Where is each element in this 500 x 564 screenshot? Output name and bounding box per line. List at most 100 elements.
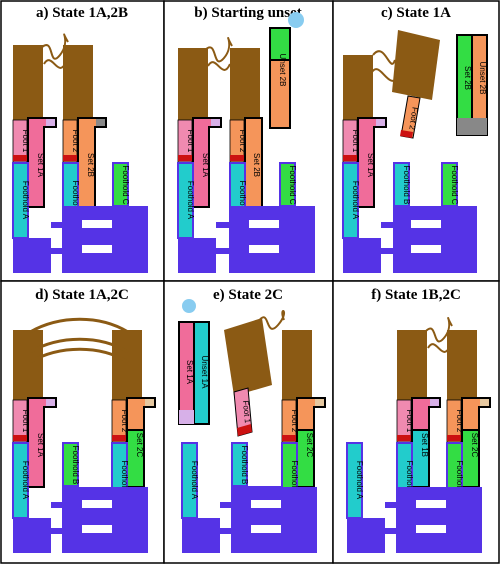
panel-d-arch-top bbox=[29, 317, 129, 334]
panel-e-duplex-right bbox=[282, 330, 312, 400]
panel-d-foothold-b-label: Foothold B bbox=[71, 446, 80, 485]
panel-a-loop-strand bbox=[40, 33, 69, 69]
panel-b-foot2-label: Foot 2 bbox=[238, 130, 247, 153]
panel-b-duplex-right bbox=[230, 48, 260, 120]
panel-a-foot2-label: Foot 2 bbox=[71, 130, 80, 153]
panel-e-set2c-label: Set 2C bbox=[305, 433, 314, 458]
panel-b-set2b-label: Set 2B bbox=[252, 153, 261, 177]
panel-e-title: e) State 2C bbox=[213, 287, 283, 303]
panel-e-set2c-cap bbox=[315, 399, 324, 406]
panel-c-foot1-cap bbox=[343, 155, 357, 161]
panel-d-track-gaps bbox=[82, 500, 112, 533]
panel-b-foothold-a-label: Foothold A bbox=[186, 181, 195, 220]
panel-e-foot2-cap bbox=[282, 435, 296, 441]
panel-e-foothold-c-label: Foothold C bbox=[290, 460, 299, 499]
panel-d-foot1-label: Foot 1 bbox=[21, 410, 30, 433]
panel-d-set1a-label: Set 1A bbox=[36, 433, 45, 458]
panel-a-duplex-right bbox=[63, 45, 93, 120]
panel-a-track bbox=[13, 206, 148, 273]
panel-e-track bbox=[182, 486, 317, 553]
panel-a-set2b-label: Set 2B bbox=[86, 153, 95, 177]
panel-c-duplex-tilted bbox=[392, 30, 440, 100]
panel-b-set1a-cap bbox=[211, 119, 220, 126]
panel-b-foothold-b-label: Foothold B bbox=[238, 181, 247, 220]
panel-d-arch-low bbox=[29, 347, 129, 364]
panel-f-foothold-a-label: Foothold A bbox=[355, 461, 364, 500]
panel-c-set1a-cap bbox=[376, 119, 385, 126]
panel-f-track bbox=[347, 487, 482, 553]
panel-d: d) State 1A,2C Foot 1 Set 1A Foothold A … bbox=[0, 280, 165, 564]
panel-c-foothold-a-label: Foothold A bbox=[351, 181, 360, 220]
panel-e-duplex-tilted bbox=[224, 318, 272, 396]
panel-f-foot1-cap bbox=[397, 435, 411, 441]
panel-e-foot1-label: Foot 1 bbox=[241, 400, 252, 424]
panel-a-title: a) State 1A,2B bbox=[36, 5, 128, 21]
panel-a-foot1-label: Foot 1 bbox=[21, 130, 30, 153]
panel-f-set1b-cap bbox=[430, 399, 439, 406]
panel-f-set2c-cap bbox=[480, 399, 489, 406]
panel-b: b) Starting unset Unset 2B Foot 1 Set 1A… bbox=[163, 0, 334, 282]
panel-f: f) State 1B,2C Foot 1 Set 1B Foot 2 Set … bbox=[332, 280, 500, 564]
panel-a-foothold-b-label: Foothold B bbox=[71, 181, 80, 220]
panel-b-unset2b-lower bbox=[269, 59, 291, 129]
panel-c-foot2 bbox=[400, 95, 421, 139]
panel-f-foothold-c-label: Foothold C bbox=[455, 460, 464, 499]
panel-f-track-gaps bbox=[416, 500, 446, 533]
panel-d-foothold-c-label: Foothold C bbox=[120, 460, 129, 499]
panel-b-title: b) Starting unset bbox=[194, 5, 302, 21]
panel-b-foot2-cap bbox=[230, 155, 244, 161]
panel-a-foot2-cap bbox=[63, 155, 77, 161]
panel-b-track bbox=[178, 206, 315, 273]
panel-a-set2b-cap bbox=[96, 119, 105, 126]
panel-c-foothold-c-label: Foothold C bbox=[450, 165, 459, 204]
panel-c: c) State 1A Foot 2 Set 2B Unset 2B Foot … bbox=[332, 0, 500, 282]
panel-d-set2c-label: Set 2C bbox=[135, 433, 144, 458]
panel-e-foot1-cap bbox=[237, 424, 252, 436]
panel-e-loop-strand bbox=[257, 310, 286, 330]
panel-c-set1a-label: Set 1A bbox=[366, 153, 375, 178]
panel-a-set1a-cap bbox=[46, 119, 55, 126]
panel-a-track-gaps bbox=[82, 220, 112, 253]
panel-c-track-gaps bbox=[411, 220, 441, 253]
panel-d-foot2-cap bbox=[112, 435, 126, 441]
panel-a: a) State 1A,2B Foot 1 Set 1A Foothold A … bbox=[0, 0, 165, 282]
panel-c-foot2-label: Foot 2 bbox=[407, 106, 419, 130]
panel-a-set1a-label: Set 1A bbox=[36, 153, 45, 178]
panel-b-set1a-label: Set 1A bbox=[201, 153, 210, 178]
panel-b-fuel-circle bbox=[288, 12, 304, 28]
panel-d-foothold-a-label: Foothold A bbox=[21, 461, 30, 500]
panel-e-unset1a-label: Unset 1A bbox=[200, 356, 209, 390]
panel-b-unset2b-label: Unset 2B bbox=[278, 54, 287, 87]
panel-f-foot2-label: Foot 2 bbox=[455, 410, 464, 433]
panel-e-set1a-label: Set 1A bbox=[185, 360, 194, 385]
panel-d-title: d) State 1A,2C bbox=[35, 287, 129, 303]
panel-c-foot2-cap bbox=[400, 130, 413, 138]
panel-d-set2c-cap bbox=[145, 399, 154, 406]
panel-a-foothold-c-label: Foothold C bbox=[121, 165, 130, 204]
panel-e-track-gaps bbox=[251, 500, 281, 533]
panel-a-foothold-a-label: Foothold A bbox=[21, 181, 30, 220]
panel-e-foothold-a-label: Foothold A bbox=[190, 461, 199, 500]
panel-e-unset1a bbox=[193, 321, 210, 425]
panel-f-duplex-right bbox=[447, 330, 477, 400]
panel-e-set1a-cap bbox=[179, 410, 194, 424]
panel-e: e) State 2C Set 1A Unset 1A Foot 1 Foot … bbox=[163, 280, 334, 564]
panel-f-foothold-b-label: Foothold B bbox=[405, 461, 414, 500]
panel-b-foot1-label: Foot 1 bbox=[186, 130, 195, 153]
panel-f-set1b-label: Set 1B bbox=[420, 433, 429, 457]
panel-e-fuel-circle bbox=[182, 299, 196, 313]
panel-d-track bbox=[13, 487, 148, 553]
panel-b-foothold-c-label: Foothold C bbox=[288, 165, 297, 204]
panel-b-track-gaps bbox=[249, 220, 279, 253]
panel-c-track bbox=[343, 206, 477, 273]
panel-f-foot2-cap bbox=[447, 435, 461, 441]
panel-c-duplex-cap bbox=[457, 118, 487, 135]
panel-f-set2c-label: Set 2C bbox=[470, 433, 479, 458]
panel-d-arch-mid bbox=[29, 337, 129, 354]
panel-d-duplex-right bbox=[112, 330, 142, 400]
panel-e-foot2-label: Foot 2 bbox=[290, 410, 299, 433]
panel-d-foothold-b bbox=[62, 442, 79, 487]
panel-d-foot1-cap bbox=[13, 435, 27, 441]
panel-a-foot1-cap bbox=[13, 155, 27, 161]
